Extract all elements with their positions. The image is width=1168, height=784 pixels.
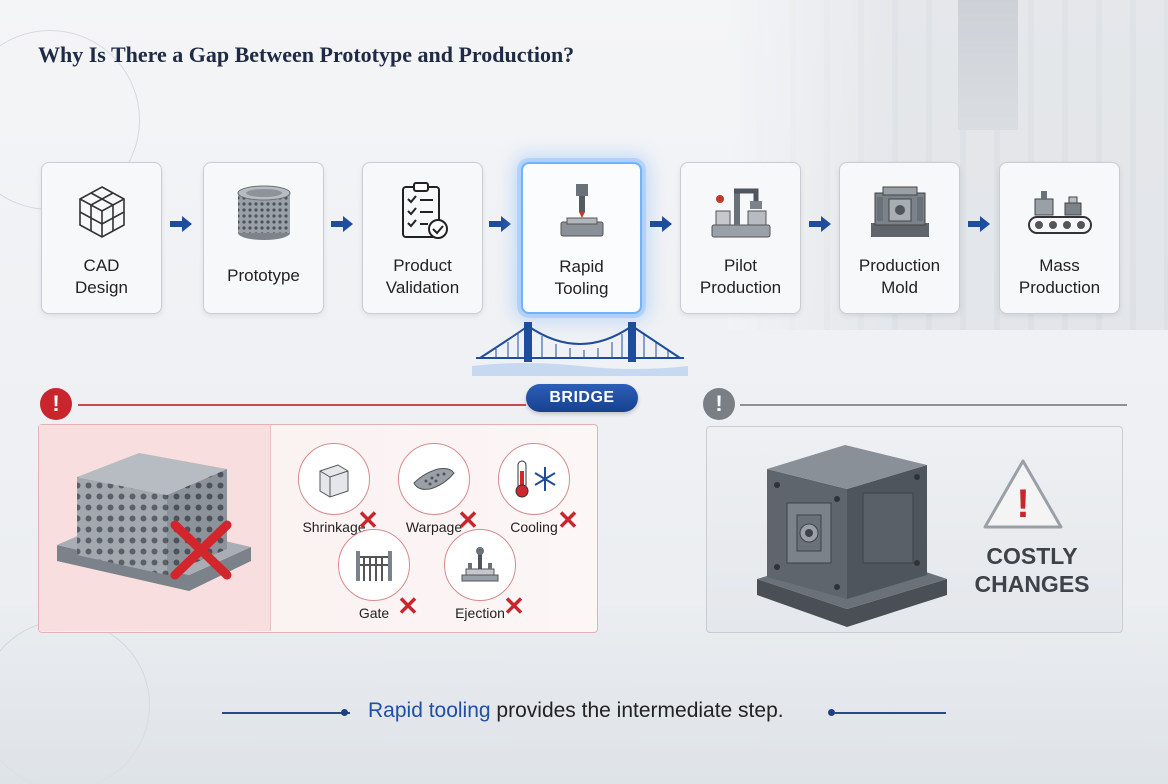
divider: [78, 404, 526, 406]
prototype-issues-panel: Shrinkage ✕ Warpage ✕ Cooling ✕: [38, 424, 598, 633]
step-label-line1: Prototype: [227, 266, 300, 285]
footer-text: provides the intermediate step.: [490, 699, 784, 722]
prototype-part-image: [39, 425, 271, 631]
arrow-right-icon: [170, 216, 192, 232]
step-label-line1: Rapid: [559, 257, 604, 276]
ejector-pin-icon: [461, 547, 499, 582]
step-label-line1: CAD: [83, 256, 120, 275]
step-label-line2: Tooling: [554, 279, 609, 298]
step-label-line2: Production: [699, 278, 782, 297]
fail-x-icon: ✕: [357, 505, 379, 535]
warped-plate-icon: [413, 468, 455, 490]
shrinkage-cube-icon: [319, 464, 349, 498]
step-label-line1: Production: [858, 256, 941, 275]
defect-shrinkage: Shrinkage ✕: [289, 443, 379, 535]
gate-icon: [356, 551, 392, 581]
step-product-validation: Product Validation: [362, 162, 483, 314]
defect-label: Gate: [358, 605, 390, 621]
cube-wireframe-icon: [78, 186, 125, 238]
warning-glyph: !: [1016, 482, 1029, 526]
arrow-right-icon: [331, 216, 353, 232]
conveyor-icon: [1027, 191, 1092, 234]
step-label-line1: Pilot: [723, 256, 758, 275]
step-prototype: Prototype: [203, 162, 324, 314]
divider: [740, 404, 1127, 406]
page-title: Why Is There a Gap Between Prototype and…: [38, 42, 575, 67]
arrow-right-icon: [650, 216, 672, 232]
lattice-block-icon: [57, 453, 251, 591]
fail-x-icon: ✕: [397, 591, 419, 621]
checklist-icon: [401, 182, 448, 239]
warning-triangle-icon: !: [983, 459, 1063, 529]
bridge-icon: [472, 322, 688, 376]
tooling-press-icon: [560, 184, 603, 237]
defect-label: Cooling: [510, 519, 558, 535]
step-pilot-production: Pilot Production: [680, 162, 801, 314]
arrow-right-icon: [968, 216, 990, 232]
background-floor: [0, 604, 1168, 784]
costly-changes-panel: ! COSTLY CHANGES: [706, 426, 1123, 633]
alert-icon: !: [40, 388, 72, 420]
step-cad-design: CAD Design: [41, 162, 162, 314]
step-rapid-tooling: Rapid Tooling: [521, 162, 642, 314]
step-label-line2: Production: [1018, 278, 1101, 297]
step-label-line2: Mold: [881, 278, 918, 297]
arrow-right-icon: [809, 216, 831, 232]
costly-line2: CHANGES: [974, 571, 1090, 597]
fail-x-icon: ✕: [457, 505, 479, 535]
steel-mold-image: [757, 445, 947, 627]
footer-caption: Rapid tooling provides the intermediate …: [368, 699, 784, 723]
step-label-line1: Product: [393, 256, 452, 275]
costly-changes-label: COSTLY CHANGES: [967, 542, 1097, 598]
defect-label: Warpage: [405, 519, 463, 535]
arrow-right-icon: [489, 216, 511, 232]
step-label-line2: Validation: [385, 278, 460, 297]
mold-icon: [870, 186, 929, 237]
bullet-dot: [341, 709, 348, 716]
thermometer-snowflake-icon: [515, 460, 556, 498]
defect-label: Shrinkage: [302, 519, 366, 535]
bullet-dot: [828, 709, 835, 716]
costly-line1: COSTLY: [986, 543, 1078, 569]
defect-warpage: Warpage ✕: [389, 443, 479, 535]
defect-gate: Gate ✕: [329, 529, 419, 621]
defect-label: Ejection: [455, 605, 505, 621]
divider: [222, 712, 350, 714]
footer-accent: Rapid tooling: [368, 699, 491, 722]
fail-x-icon: ✕: [557, 505, 579, 535]
divider: [834, 712, 946, 714]
alert-icon: !: [703, 388, 735, 420]
robot-arm-icon: [711, 188, 770, 238]
fail-x-icon: ✕: [503, 591, 525, 621]
step-mass-production: Mass Production: [999, 162, 1120, 314]
step-production-mold: Production Mold: [839, 162, 960, 314]
lattice-cylinder-icon: [237, 185, 290, 240]
bridge-badge: BRIDGE: [526, 384, 638, 412]
defect-cooling: Cooling ✕: [489, 443, 579, 535]
step-label-line2: Design: [75, 278, 128, 297]
defect-ejection: Ejection ✕: [435, 529, 525, 621]
step-label-line1: Mass: [1039, 256, 1080, 275]
